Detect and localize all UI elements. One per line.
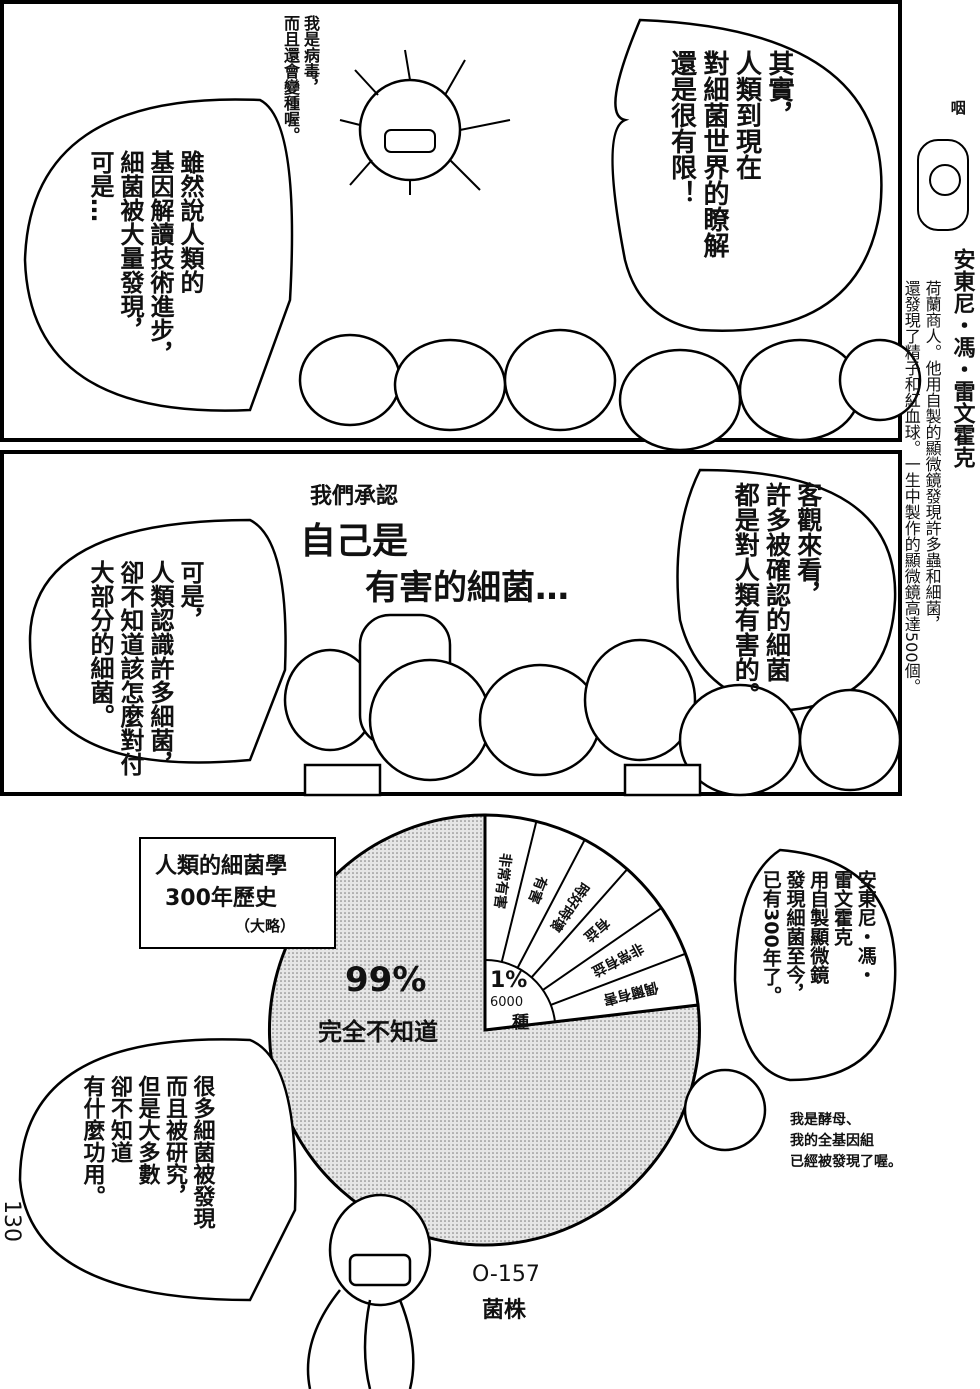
pie-chart [267,813,701,1247]
pie-segment-divider [530,868,629,979]
crowd-text-3: 有害的細菌… [365,568,569,608]
panel-2-border [0,450,902,796]
panel3-right-speech: 安東尼・馮・ 雷文霍克 用自製顯微鏡 發現細菌至今， 已有300年了。 [759,870,877,1005]
page-number: 130 [0,1200,24,1242]
known-percent: 1% [490,968,528,993]
panel2-left-speech: 可是， 人類認識許多細菌， 卻不知道該怎麼對付 大部分的細菌。 [86,560,204,776]
strain-name: O-157 [472,1262,540,1287]
pie-segment-divider [500,820,538,963]
panel1-left-speech: 雖然說人類的 基因解讀技術進步， 細菌被大量發現， 可是… [86,150,204,366]
caption-body: 荷蘭商人。他用自製的顯微鏡發現許多蟲和細菌， 還發現了精子和紅血球。一生中製作的… [901,280,942,695]
pie-segment-divider [550,952,687,1007]
known-count: 6000 [490,995,524,1010]
unknown-label: 完全不知道 [318,1018,438,1046]
speech-bubble [733,848,897,1082]
pie-segment-divider [542,906,663,992]
speech-bubble [611,18,883,332]
unknown-percent: 99% [345,960,427,1000]
caption-title: 安東尼・馮・雷文霍克 [949,248,975,468]
known-unit: 種 [512,1013,529,1033]
panel1-right-speech: 其實， 人類到現在 對細菌世界的瞭解 還是很有限！ [666,50,795,258]
speech-bubble [28,518,287,764]
strain-label: 菌株 [482,1298,527,1323]
panel-1-border [0,0,902,442]
sound-effect: 咽 [948,100,967,115]
panel2-right-speech: 客觀來看， 許多被確認的細菌 都是對人類有害的。 [731,482,823,707]
lamp-icon [917,139,969,231]
crowd-text-2: 自己是 [300,521,409,562]
yeast-character [683,1068,767,1152]
box-title-3: （大略） [235,917,296,935]
crowd-text-1: 我們承認 [310,484,399,509]
pie-segment-divider [516,839,586,969]
yeast-speech: 我是酵母、 我的全基因組 已經被發現了喔。 [790,1112,902,1170]
speech-bubble [18,1038,297,1302]
box-title-2: 300年歷史 [165,886,277,911]
virus-speech: 我是病毒， 而且還會變種喔。 [281,15,320,143]
title-box [139,837,336,949]
box-title-1: 人類的細菌學 [155,854,288,879]
speech-bubble [23,98,294,412]
panel3-left-speech: 很多細菌被發現 而且被研究， 但是大多數 卻不知道 有什麼功用。 [79,1075,215,1229]
o157-character [306,1193,432,1389]
